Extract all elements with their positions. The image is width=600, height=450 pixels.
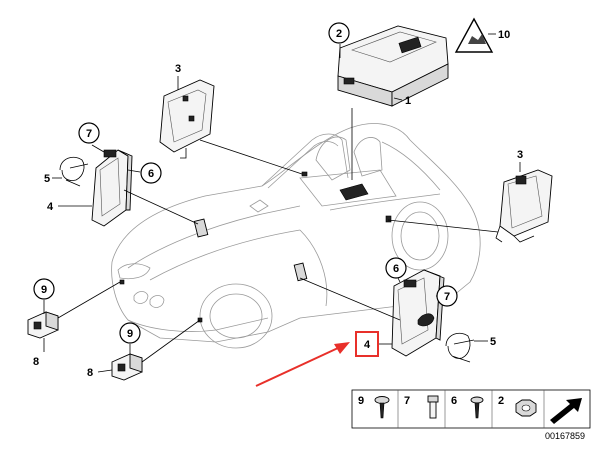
fastener-legend: 9 7 6 2 00167859 xyxy=(351,389,591,441)
callout-9-bottom: 9 xyxy=(127,328,133,340)
callout-6-right: 6 xyxy=(393,263,399,275)
legend-number-2: 2 xyxy=(498,395,504,407)
callout-1: 1 xyxy=(405,95,411,107)
control-module-1 xyxy=(337,25,449,107)
callout-4-right: 4 xyxy=(364,339,371,351)
callout-5-right: 5 xyxy=(490,336,496,348)
diagram-id: 00167859 xyxy=(545,431,585,441)
sensor-module-3-right xyxy=(495,169,553,243)
sensor-module-4-right xyxy=(391,269,445,357)
callout-9-top: 9 xyxy=(41,284,47,296)
legend-screw-6-icon xyxy=(470,396,484,419)
legend-bolt-7-icon xyxy=(427,395,439,419)
red-arrow xyxy=(255,342,350,387)
callout-8-top: 8 xyxy=(33,356,39,368)
warning-label-10 xyxy=(454,17,494,53)
sensor-bracket-3-left xyxy=(159,79,215,159)
legend-arrow-icon xyxy=(550,398,582,424)
highlight-box xyxy=(355,331,379,357)
callout-3-left: 3 xyxy=(175,63,181,75)
callout-2: 2 xyxy=(336,28,342,40)
callout-10: 10 xyxy=(498,29,510,41)
callout-6-left: 6 xyxy=(148,168,154,180)
clip-5-right xyxy=(445,332,475,363)
legend-nut-2-icon xyxy=(515,399,537,417)
callouts: 2 1 10 3 7 6 5 4 3 6 7 4 5 9 8 9 8 xyxy=(33,22,523,379)
sensor-8-top xyxy=(27,311,59,339)
callout-7-right: 7 xyxy=(444,291,450,303)
callout-7-left: 7 xyxy=(86,128,92,140)
callout-3-right: 3 xyxy=(517,149,523,161)
clip-5-left xyxy=(59,156,89,187)
sensor-module-4-left xyxy=(91,149,133,227)
legend-number-9: 9 xyxy=(358,395,364,407)
legend-frame xyxy=(351,389,591,429)
legend-number-6: 6 xyxy=(451,395,457,407)
legend-number-7: 7 xyxy=(404,395,410,407)
car-outline xyxy=(111,123,481,349)
sensor-8-bottom xyxy=(111,353,143,381)
legend-screw-9-icon xyxy=(374,396,390,419)
leader-lines xyxy=(43,33,521,373)
callout-8-bottom: 8 xyxy=(87,367,93,379)
callout-4-left: 4 xyxy=(47,201,54,213)
callout-5-left: 5 xyxy=(44,173,50,185)
